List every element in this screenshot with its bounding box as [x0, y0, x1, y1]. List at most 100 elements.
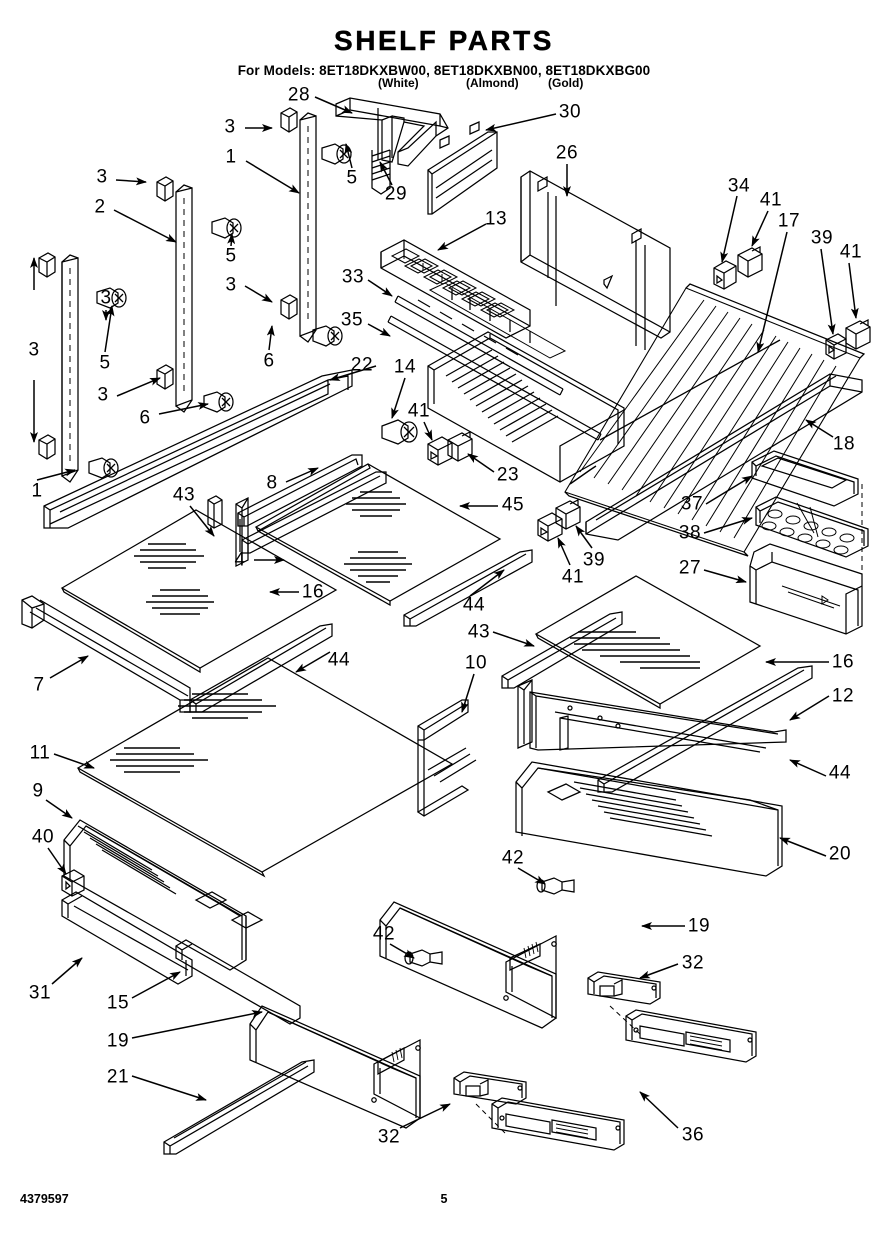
- part-trim-44-b: [189, 623, 333, 713]
- callout-6: 6: [139, 407, 151, 429]
- part-screw-6-c: [312, 325, 343, 347]
- callout-3: 3: [224, 116, 236, 138]
- callout-7: 7: [33, 674, 45, 696]
- callout-18: 18: [832, 433, 856, 455]
- part-shelf-glass-45: [254, 463, 502, 607]
- callout-23: 23: [496, 464, 520, 486]
- callout-15: 15: [106, 992, 130, 1014]
- finish-legend: (White)(Almond)(Gold): [0, 76, 888, 92]
- callout-44: 44: [828, 762, 852, 784]
- part-door-bin-27: [749, 543, 863, 635]
- part-handle-36-a: [625, 1009, 757, 1063]
- callout-14: 14: [393, 356, 417, 378]
- callout-32: 32: [377, 1126, 401, 1148]
- callout-8: 8: [266, 472, 278, 494]
- part-shelf-frame-8: [235, 454, 387, 568]
- callout-3: 3: [96, 166, 108, 188]
- callout-39: 39: [582, 549, 606, 571]
- callout-41: 41: [561, 566, 585, 588]
- callout-33: 33: [341, 266, 365, 288]
- callout-17: 17: [777, 210, 801, 232]
- finish-label-0: (White): [378, 76, 419, 90]
- callout-26: 26: [555, 142, 579, 164]
- callout-37: 37: [680, 493, 704, 515]
- part-crisper-9: [63, 819, 264, 971]
- part-shelf-rail-left-3: [299, 112, 317, 343]
- part-divider-10-panel: [416, 740, 477, 817]
- callout-5: 5: [225, 245, 237, 267]
- page-footer: 4379597 5: [0, 1192, 888, 1208]
- part-screw-42-a: [404, 949, 443, 967]
- part-track-31: [61, 891, 193, 985]
- part-drawer-19-b: [379, 901, 557, 1029]
- callout-40: 40: [31, 826, 55, 848]
- part-clip-3-b: [38, 434, 56, 460]
- part-clip-41-a: [737, 245, 763, 278]
- callout-10: 10: [464, 652, 488, 674]
- part-clip-34: [713, 260, 737, 290]
- finish-label-2: (Gold): [548, 76, 584, 90]
- part-lid-37: [751, 450, 859, 507]
- part-screw-5-a: [96, 287, 127, 309]
- part-roller-40: [61, 869, 85, 897]
- part-clip-3-c: [156, 176, 174, 202]
- callout-35: 35: [340, 309, 364, 331]
- callout-3: 3: [100, 287, 112, 309]
- part-handle-32-a: [587, 971, 661, 1005]
- callout-5: 5: [99, 352, 111, 374]
- document-number: 4379597: [20, 1192, 69, 1206]
- part-bail-arm-28: [335, 97, 449, 167]
- callout-41: 41: [407, 400, 431, 422]
- part-ice-bin: [427, 331, 625, 483]
- callout-19: 19: [106, 1030, 130, 1052]
- part-ice-tray-13: [380, 239, 531, 339]
- part-screw-14: [381, 419, 418, 445]
- part-divider-26: [520, 170, 671, 350]
- part-egg-tray-38: [755, 496, 869, 558]
- part-trim-21: [163, 1059, 315, 1155]
- part-clip-3-f: [280, 294, 298, 320]
- part-screw-5-b: [211, 217, 242, 239]
- part-handle-32-b: [453, 1071, 527, 1105]
- callout-42: 42: [372, 923, 396, 945]
- part-wire-rail-33: [394, 282, 567, 396]
- part-spring-29: [371, 108, 391, 195]
- part-trim-44-a: [403, 549, 533, 627]
- callout-45: 45: [501, 494, 525, 516]
- callout-41: 41: [759, 189, 783, 211]
- part-trim-44-c: [597, 665, 813, 793]
- part-trim-rail-18: [585, 373, 863, 541]
- part-clip-23: [447, 430, 473, 462]
- callout-27: 27: [678, 557, 702, 579]
- part-clip-3-e: [280, 107, 298, 133]
- part-crisper-20: [515, 761, 783, 877]
- page-header: SHELF PARTS For Models: 8ET18DKXBW00, 8E…: [0, 0, 888, 78]
- part-rail-10: [417, 699, 469, 741]
- callout-2: 2: [94, 196, 106, 218]
- callout-42: 42: [501, 847, 525, 869]
- part-drawer-19-a: [249, 1005, 421, 1129]
- callout-21: 21: [106, 1066, 130, 1088]
- page-title: SHELF PARTS: [334, 25, 554, 56]
- page-number: 5: [440, 1192, 448, 1206]
- callout-9: 9: [32, 780, 44, 802]
- model-list: For Models: 8ET18DKXBW00, 8ET18DKXBN00, …: [237, 63, 651, 78]
- callout-28: 28: [287, 84, 311, 106]
- callout-12: 12: [831, 685, 855, 707]
- callout-29: 29: [384, 183, 408, 205]
- part-bracket-43-a: [207, 495, 223, 529]
- callout-41: 41: [839, 241, 863, 263]
- callout-38: 38: [678, 522, 702, 544]
- part-shelf-rail-left-2: [175, 184, 193, 413]
- callout-31: 31: [28, 982, 52, 1004]
- callout-39: 39: [810, 227, 834, 249]
- callout-3: 3: [28, 339, 40, 361]
- part-handle-36-b: [491, 1097, 625, 1151]
- part-shelf-rail-left-1: [61, 254, 79, 483]
- callout-3: 3: [225, 274, 237, 296]
- callout-11: 11: [29, 742, 51, 764]
- callout-1: 1: [225, 146, 237, 168]
